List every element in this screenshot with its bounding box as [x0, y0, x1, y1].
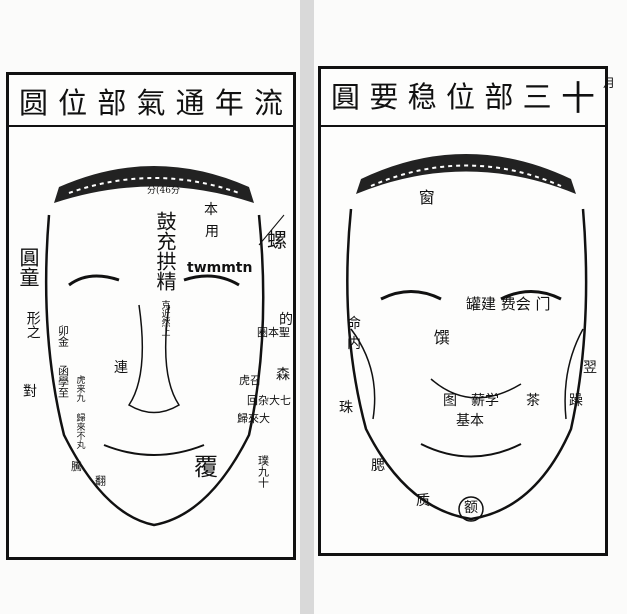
left-title-char-7: 流	[253, 86, 283, 120]
label-zao: 躁	[569, 393, 583, 409]
right-title-char-4: 位	[445, 80, 475, 114]
label-gui-lai: 歸來大	[237, 412, 270, 425]
label-teng: 騰	[71, 460, 82, 473]
label-cha: 茶	[526, 393, 540, 409]
label-twm: twmmtn	[187, 260, 253, 276]
right-title-rule	[321, 125, 605, 127]
label-de: 的	[279, 312, 293, 328]
label-dui: 對	[23, 384, 37, 400]
label-fu: 覆	[194, 453, 218, 481]
left-title: 圆 位 部 氣 通 年 流	[19, 81, 283, 121]
right-chart-frame: 圓 要 稳 位 部 三 十 月 窗 馔 罐建 费会 门 命 内 珠 翌 图 薪学…	[318, 66, 615, 556]
label-hu-zhao: 虎召	[239, 374, 261, 387]
label-zhuan: 馔	[430, 329, 450, 345]
label-e: 额	[464, 500, 478, 516]
left-face-diagram	[44, 166, 285, 527]
right-title-char-3: 稳	[407, 80, 437, 114]
label-ben: 本	[204, 202, 218, 218]
label-chuang: 窗	[415, 189, 435, 205]
label-lian: 連	[114, 360, 128, 376]
label-fen: 分(46分	[147, 186, 180, 196]
left-title-char-6: 年	[214, 86, 244, 120]
right-title: 圓 要 稳 位 部 三 十	[331, 75, 595, 119]
label-gui-mu: 歸來不丸	[74, 413, 85, 449]
left-chart-frame: 圆 位 部 氣 通 年 流 分(46分 本 用 鼓充拱精 twmmtn 螺 圓童…	[6, 72, 296, 560]
right-title-char-6: 三	[522, 80, 552, 114]
label-mao: 卯金	[56, 325, 70, 347]
label-ke: 克近然上	[159, 300, 170, 336]
label-xing: 形之	[24, 311, 41, 339]
label-ming: 命	[347, 316, 361, 332]
label-yuan-tong: 圓童	[16, 247, 40, 287]
left-title-char-3: 部	[97, 86, 127, 120]
label-ji-ben: 基本	[456, 413, 484, 429]
label-quan-ben: 圈本聖	[257, 326, 290, 339]
label-pu: 璞九十	[256, 455, 270, 488]
left-title-char-5: 通	[175, 86, 205, 120]
label-luo: 螺	[267, 228, 287, 252]
right-face-diagram	[346, 154, 588, 522]
book-fold	[300, 0, 314, 614]
label-nei: 内	[347, 336, 361, 352]
label-yi: 翌	[583, 360, 597, 376]
right-title-char-5: 部	[484, 80, 514, 114]
label-hu-lai: 虎来九	[74, 375, 85, 402]
label-tu: 图	[443, 393, 457, 409]
label-xu-jin-mei: 罐建 费会 门	[466, 295, 551, 313]
label-edge: 月	[603, 76, 616, 90]
label-gu: 鼓充拱精	[153, 211, 177, 291]
label-sen: 森	[276, 367, 290, 383]
label-sai: 腮	[371, 458, 385, 474]
left-title-rule	[9, 125, 293, 127]
left-title-char-2: 位	[58, 86, 88, 120]
label-xin: 薪学	[471, 393, 499, 409]
left-title-char-1: 圆	[19, 86, 49, 120]
label-hui-za: 回杂大七	[247, 394, 291, 407]
label-fan: 翻	[93, 475, 107, 486]
left-title-char-4: 氣	[136, 86, 166, 120]
label-zhi: 质	[416, 493, 430, 509]
right-title-char-2: 要	[369, 80, 399, 114]
label-xue: 函學至	[56, 365, 70, 398]
label-yong: 用	[205, 224, 219, 240]
right-title-char-7: 十	[560, 78, 595, 119]
label-zhu: 珠	[339, 400, 353, 416]
right-title-char-1: 圓	[331, 80, 361, 114]
